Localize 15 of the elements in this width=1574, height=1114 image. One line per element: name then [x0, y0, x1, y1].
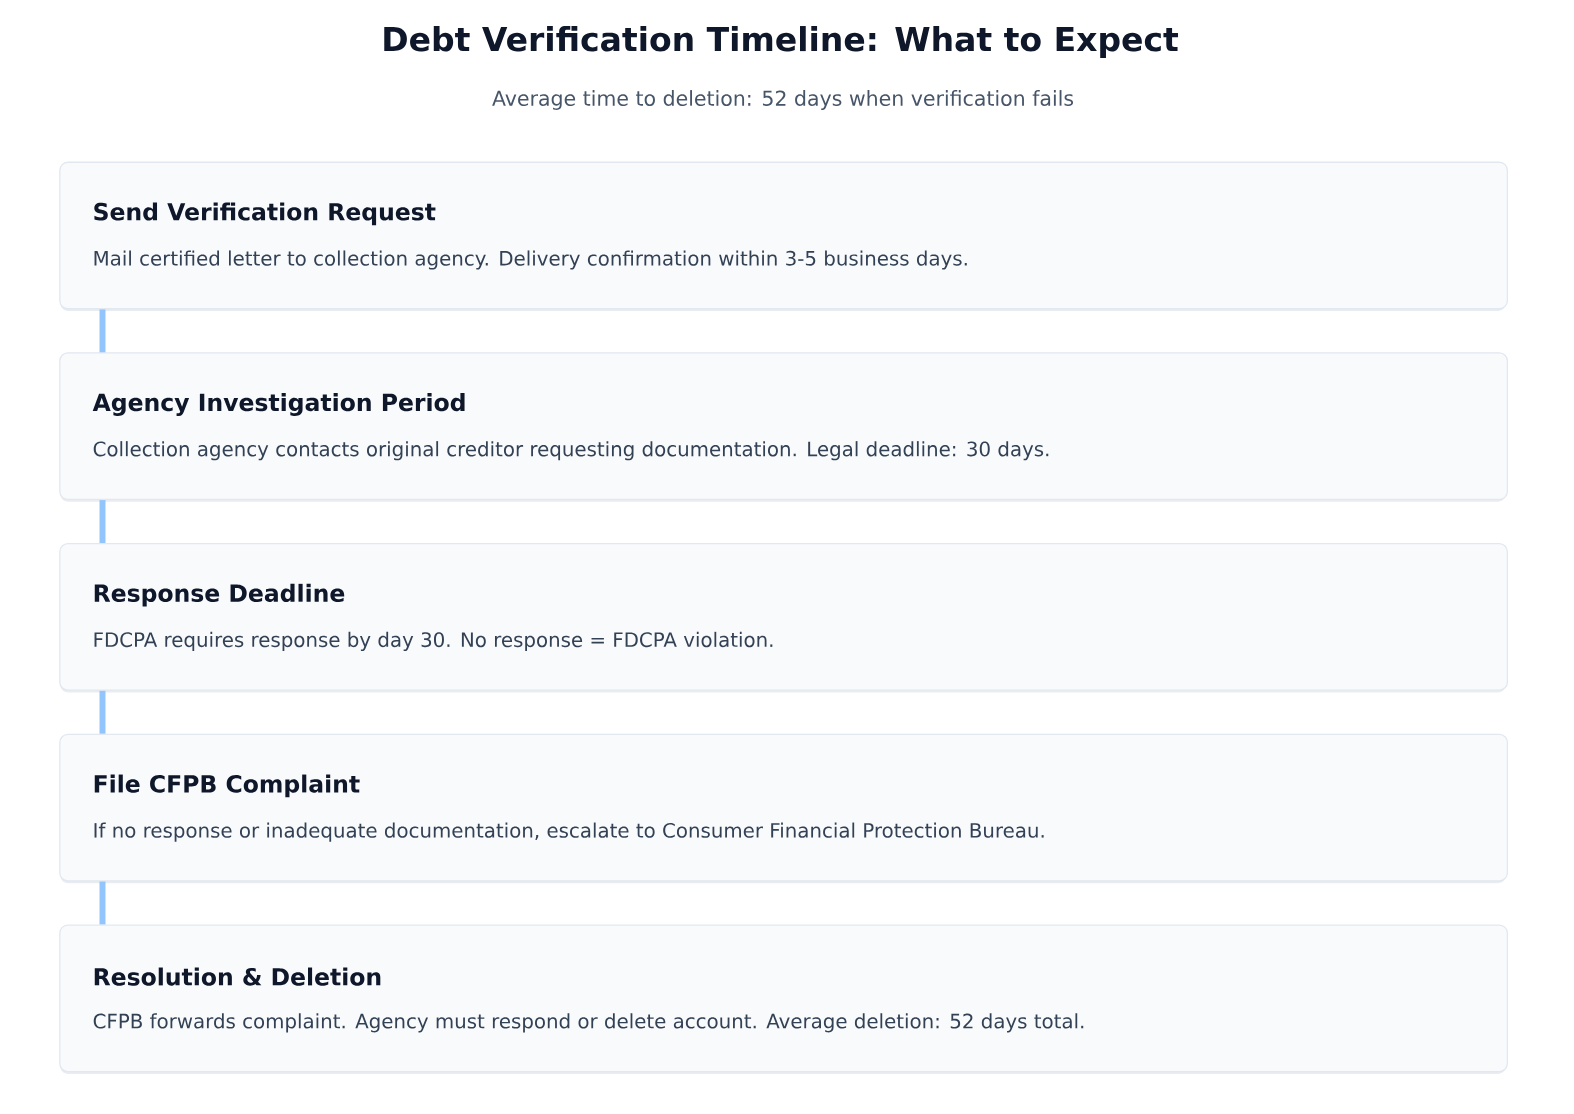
step-heading: Agency Investigation Period [92, 393, 465, 416]
connector-line [99, 690, 106, 734]
subtitle: Average time to deletion: 52 days when verification fails [492, 90, 1074, 110]
step-heading: Send Verification Request [94, 202, 436, 226]
step-heading: Resolution & Deletion [94, 967, 381, 986]
step-heading: Response Deadline [94, 583, 345, 607]
connector-line [99, 881, 106, 925]
step-heading: File CFPB Complaint [94, 774, 360, 798]
step-description: If no response or inadequate documentation, escalate to Consumer Financial Protection Bureau. [94, 822, 1044, 842]
step-description: Mail certified letter to collection agency. Delivery confirmation within 3-5 business days. [94, 250, 967, 270]
step-description: Collection agency contacts original creditor requesting documentation. Legal deadline: 30 days. [93, 441, 1049, 461]
title: Debt Verification Timeline: What to Expect [384, 26, 1178, 58]
step-description: FDCPA requires response by day 30. No response = FDCPA violation. [94, 631, 773, 651]
connector-line [99, 309, 106, 353]
step-description: CFPB forwards complaint. Agency must respond or delete account. Average deletion: 52 days total. [93, 1013, 1084, 1033]
